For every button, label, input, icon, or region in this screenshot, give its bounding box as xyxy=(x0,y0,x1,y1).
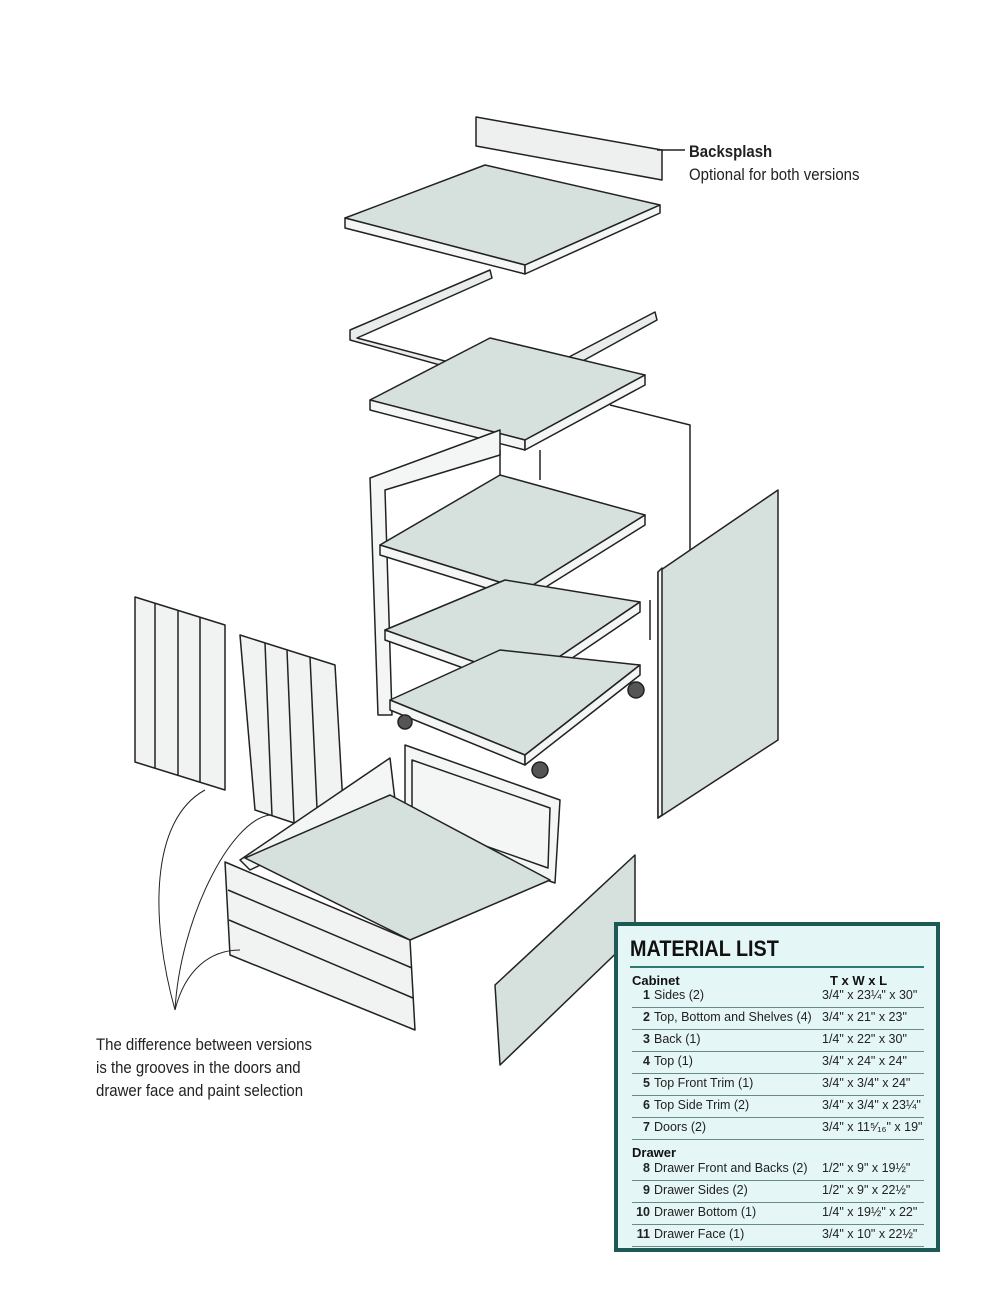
part-name: Back (1) xyxy=(654,1032,701,1046)
top-part xyxy=(344,164,661,266)
part-dims: 3/4" x 3/4" x 23¼" xyxy=(822,1098,921,1112)
part-name: Drawer Front and Backs (2) xyxy=(654,1161,808,1175)
top-front-trim-part xyxy=(349,269,531,391)
note-line: drawer face and paint selection xyxy=(96,1081,304,1100)
material-row: 11 Drawer Face (1) 3/4" x 10" x 22½" xyxy=(632,1225,924,1247)
drawer-face xyxy=(224,861,416,1031)
part-dims: 1/2" x 9" x 19½" xyxy=(822,1161,911,1175)
caster-wheels xyxy=(397,681,645,779)
material-row: 6 Top Side Trim (2) 3/4" x 3/4" x 23¼" xyxy=(632,1096,924,1118)
note-line: The difference between versions xyxy=(96,1035,312,1054)
backsplash-label: Backsplash Optional for both versions xyxy=(689,140,859,186)
part-number: 2 xyxy=(643,1010,650,1024)
part-dims: 1/4" x 22" x 30" xyxy=(822,1032,907,1046)
material-row: 1 Sides (2) 3/4" x 23¼" x 30" xyxy=(632,986,924,1008)
part-number: 9 xyxy=(643,1183,650,1197)
material-list-title: MATERIAL LIST xyxy=(630,936,779,961)
material-row: 5 Top Front Trim (1) 3/4" x 3/4" x 24" xyxy=(632,1074,924,1096)
section-drawer: Drawer xyxy=(632,1145,677,1160)
material-list-box: MATERIAL LIST Cabinet T x W x L 1 Sides (… xyxy=(614,922,940,1252)
cabinet-left-side xyxy=(369,429,501,716)
backsplash-part xyxy=(475,116,663,181)
part-name: Top Side Trim (2) xyxy=(654,1098,750,1112)
part-number: 8 xyxy=(643,1161,650,1175)
material-row: 7 Doors (2) 3/4" x 11⁵⁄₁₆" x 19" xyxy=(632,1118,924,1140)
drawer-bottom xyxy=(244,794,551,941)
part-name: Top, Bottom and Shelves (4) xyxy=(654,1010,812,1024)
part-dims: 3/4" x 24" x 24" xyxy=(822,1054,907,1068)
part-number: 7 xyxy=(643,1120,650,1134)
part-name: Drawer Sides (2) xyxy=(654,1183,748,1197)
material-row: 3 Back (1) 1/4" x 22" x 30" xyxy=(632,1030,924,1052)
part-number: 4 xyxy=(643,1054,650,1068)
part-name: Doors (2) xyxy=(654,1120,707,1134)
material-row: 9 Drawer Sides (2) 1/2" x 9" x 22½" xyxy=(632,1181,924,1203)
backsplash-title: Backsplash xyxy=(689,142,773,161)
part-name: Top (1) xyxy=(654,1054,693,1068)
material-row: 10 Drawer Bottom (1) 1/4" x 19½" x 22" xyxy=(632,1203,924,1225)
material-row: 2 Top, Bottom and Shelves (4) 3/4" x 21" x… xyxy=(632,1008,924,1030)
part-name: Sides (2) xyxy=(654,988,705,1002)
shelf-1 xyxy=(379,474,646,591)
part-name: Drawer Bottom (1) xyxy=(654,1205,757,1219)
part-name: Top Front Trim (1) xyxy=(654,1076,754,1090)
part-dims: 3/4" x 3/4" x 24" xyxy=(822,1076,911,1090)
difference-note: The difference between versions is the g… xyxy=(96,1033,312,1102)
cabinet-right-side xyxy=(657,489,779,819)
part-number: 5 xyxy=(643,1076,650,1090)
part-dims: 3/4" x 10" x 22½" xyxy=(822,1227,918,1241)
part-dims: 1/2" x 9" x 22½" xyxy=(822,1183,911,1197)
door-left xyxy=(134,596,226,791)
part-number: 3 xyxy=(643,1032,650,1046)
note-line: is the grooves in the doors and xyxy=(96,1058,301,1077)
backsplash-note: Optional for both versions xyxy=(689,165,860,184)
material-row: 4 Top (1) 3/4" x 24" x 24" xyxy=(632,1052,924,1074)
part-dims: 3/4" x 11⁵⁄₁₆" x 19" xyxy=(822,1120,923,1134)
drawer-back-panel xyxy=(404,744,561,884)
material-row: 8 Drawer Front and Backs (2) 1/2" x 9" x 1… xyxy=(632,1159,924,1181)
divider xyxy=(630,966,924,968)
part-dims: 3/4" x 21" x 23" xyxy=(822,1010,907,1024)
part-dims: 1/4" x 19½" x 22" xyxy=(822,1205,918,1219)
part-number: 1 xyxy=(643,988,650,1002)
part-dims: 3/4" x 23¼" x 30" xyxy=(822,988,918,1002)
part-number: 10 xyxy=(636,1205,650,1219)
part-name: Drawer Face (1) xyxy=(654,1227,745,1241)
dims-header: T x W x L xyxy=(830,973,888,988)
part-number: 6 xyxy=(643,1098,650,1112)
section-cabinet: Cabinet xyxy=(632,973,680,988)
part-number: 11 xyxy=(636,1227,650,1241)
